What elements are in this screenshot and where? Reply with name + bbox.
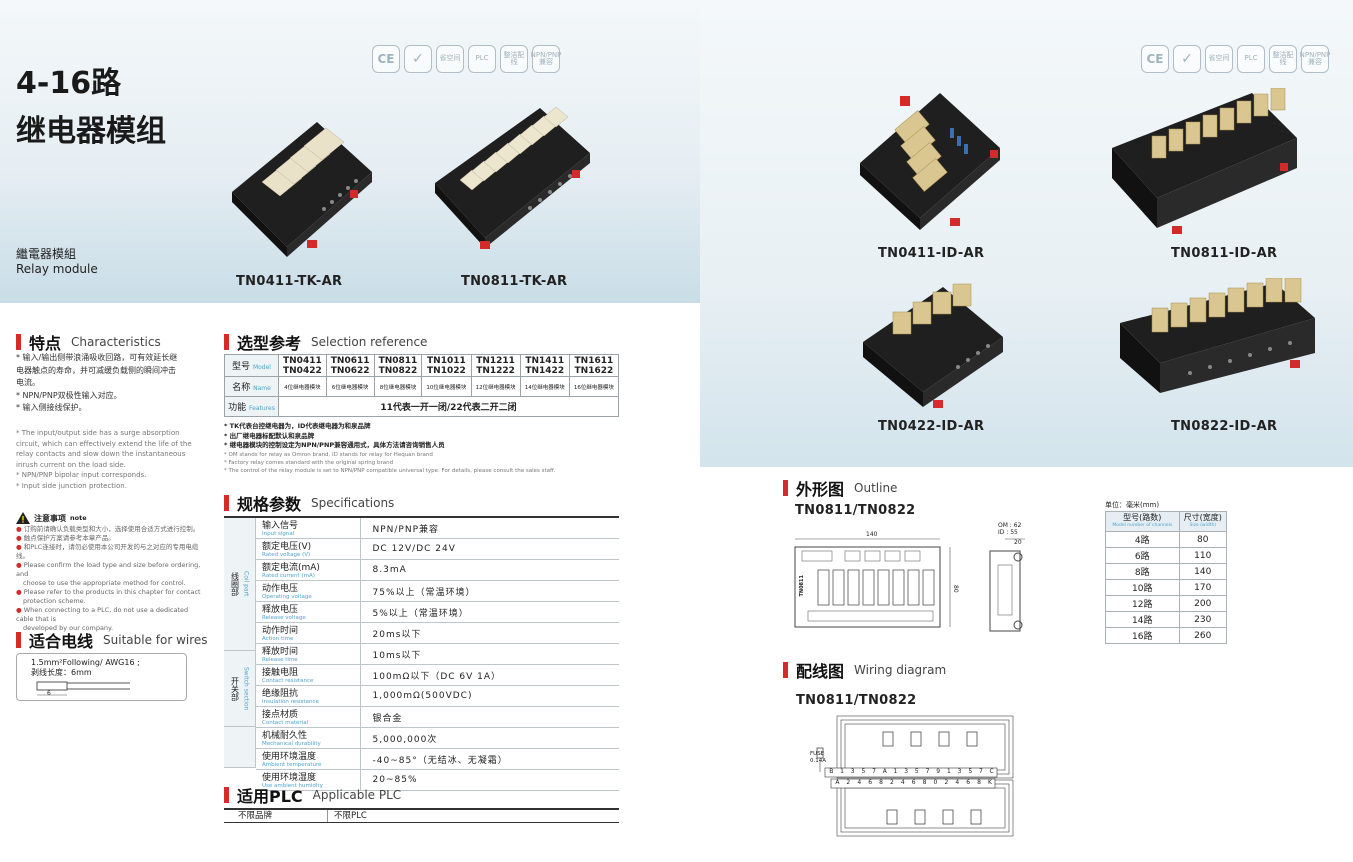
relay-module-4ch-tk-image (232, 122, 372, 257)
table-row: 功能 Features 11代表一开一闭/22代表二开二闭 (224, 396, 619, 417)
spec-group-switch: 开关部 Switch section (224, 651, 256, 727)
table-row: 额定电压(V)Rated voltage (V)DC 12V/DC 24V (256, 538, 619, 560)
wiring-model: TN0811/TN0822 (796, 693, 917, 708)
spec-group-coil: 线圈部 Coil part (224, 518, 256, 651)
terminal-row-top: B 1 3 5 7 A 1 3 5 7 9 1 3 5 7 C (829, 768, 994, 775)
section-marker (16, 632, 21, 648)
npn-pnp-icon: NPN/PNP兼容 (531, 45, 561, 73)
note-heading: 注意事项 note (16, 512, 87, 524)
rohs-check-icon: ✓ (1173, 45, 1201, 73)
fuse-label: FUSE 0.14A (810, 751, 827, 764)
product-label-tn0411-id: TN0411-ID-AR (878, 246, 985, 261)
product-label-tn0822-id: TN0822-ID-AR (1171, 419, 1278, 434)
plc-icon: PLC (1237, 45, 1265, 73)
product-label-tn0811-id: TN0811-ID-AR (1171, 246, 1278, 261)
space-saving-icon: 省空间 (1205, 45, 1233, 73)
relay-module-8ch-tk-image (435, 106, 590, 249)
ce-icon: CE (372, 45, 400, 73)
characteristics-cn: * 输入/输出侧带浪涌吸收回路，可有效延长继 电器触点的寿命，并可减缓负载侧的瞬… (16, 353, 178, 412)
wires-heading: 适合电线 Suitable for wires (16, 628, 208, 652)
product-label-tn0411-tk: TN0411-TK-AR (236, 274, 343, 289)
relay-module-4ch-id-image (860, 93, 1000, 230)
hero-title: 4-16路 继电器模组 (16, 66, 166, 149)
section-marker (224, 334, 229, 350)
outline-drawing (794, 538, 1025, 632)
rohs-check-icon: ✓ (404, 45, 432, 73)
wire-spec-box: 1.5mm²Following/ AWG16 ; 剥线长度：6mm 6 (16, 653, 187, 701)
section-marker (16, 334, 21, 350)
product-label-tn0422-id: TN0422-ID-AR (878, 419, 985, 434)
wiring-diagram (816, 715, 1014, 837)
outline-model: TN0811/TN0822 (795, 503, 916, 518)
relay-module-4ch-id-2c-image (863, 283, 1003, 408)
wire-strip-icon (36, 681, 130, 696)
table-row: 额定电流(mA)Rated current (mA)8.3mA (256, 559, 619, 581)
hero-subtitle: 繼電器模組 Relay module (16, 247, 98, 276)
spec-group-env (224, 727, 256, 768)
section-marker (783, 662, 788, 678)
cert-icons-right: CE ✓ 省空间 PLC 整洁配线 NPN/PNP兼容 (1141, 45, 1330, 73)
section-marker (783, 480, 788, 496)
characteristics-heading: 特点 Characteristics (16, 330, 161, 354)
product-label-tn0811-tk: TN0811-TK-AR (461, 274, 568, 289)
terminal-row-bottom: A 2 4 6 8 2 4 6 8 0 2 4 6 8 K (835, 779, 992, 786)
warning-icon (16, 512, 30, 524)
selection-notes: * TK代表台控继电器为，ID代表继电器为和泉品牌 * 出厂继电器标配默认和泉品… (224, 422, 556, 474)
outline-heading: 外形图 Outline (783, 476, 897, 500)
tidy-wiring-icon: 整洁配线 (500, 45, 528, 73)
size-table: 型号(路数)Model number of channels 尺寸(宽度)Siz… (1105, 511, 1228, 644)
section-marker (224, 495, 229, 511)
wiring-heading: 配线图 Wiring diagram (783, 658, 946, 682)
relay-module-8ch-id-2c-image (1120, 278, 1315, 393)
relay-module-8ch-id-image (1112, 88, 1297, 234)
ce-icon: CE (1141, 45, 1169, 73)
specifications-heading: 规格参数 Specifications (224, 491, 394, 515)
note-list: ● 订购前请确认负载类型和大小，选择使用合适方式进行控制。 ● 触点保护方案请参… (16, 525, 201, 632)
section-marker (224, 787, 229, 803)
selection-heading: 选型参考 Selection reference (224, 330, 427, 354)
right-banner (700, 0, 1353, 467)
npn-pnp-icon: NPN/PNP兼容 (1300, 45, 1330, 73)
spec-top-rule (224, 516, 619, 518)
table-row: 名称 Name 4位继电器模块 6位继电器模块 8位继电器模块 10位继电器模块… (224, 376, 620, 397)
plc-icon: PLC (468, 45, 496, 73)
characteristics-en: * The input/output side has a surge abso… (16, 429, 192, 490)
plc-heading: 适用PLC Applicable PLC (224, 783, 401, 807)
cert-icons-left: CE ✓ 省空间 PLC 整洁配线 NPN/PNP兼容 (372, 45, 561, 73)
tidy-wiring-icon: 整洁配线 (1269, 45, 1297, 73)
outline-depth-labels: OM : 62 ID : 55 (998, 522, 1022, 536)
space-saving-icon: 省空间 (436, 45, 464, 73)
table-row: 型号(路数)Model number of channels 尺寸(宽度)Siz… (1105, 511, 1228, 532)
plc-table: 不限品牌 不限PLC (224, 808, 619, 823)
